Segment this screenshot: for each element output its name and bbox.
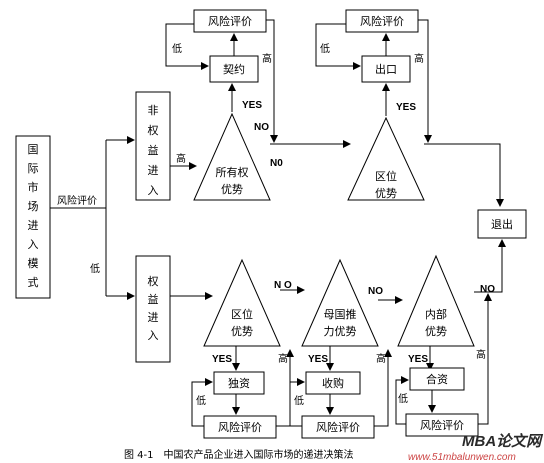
- location-top-label-2: 优势: [375, 187, 397, 200]
- low-label-4: 低: [294, 394, 304, 407]
- yes-label-2: YES: [396, 102, 416, 113]
- high-label-1: 高: [176, 152, 186, 165]
- location-bot-label-1: 区位: [231, 307, 253, 321]
- acquisition-label: 收购: [322, 376, 344, 390]
- entry-mode-label: 国际市场进入模式: [28, 143, 39, 289]
- risk-eval-label: 风险评价: [57, 194, 97, 207]
- no-label-3: N O: [274, 280, 292, 291]
- export-label: 出口: [375, 62, 397, 76]
- contract-label: 契约: [223, 62, 245, 76]
- contract-node[interactable]: 契约: [209, 55, 259, 83]
- figure-caption: 图 4-1 中国农产品企业进入国际市场的递进决策法: [124, 448, 354, 461]
- equity-node: 权益进入: [135, 255, 171, 363]
- home-push-advantage-node: 母国推 力优势: [301, 258, 379, 347]
- high-label-3: 高: [414, 52, 424, 65]
- risk-eval-node-3[interactable]: 风险评价: [203, 415, 277, 439]
- no-label-2: N0: [270, 158, 283, 169]
- yes-label-5: YES: [408, 354, 428, 365]
- risk-eval-node-1-label: 风险评价: [208, 14, 252, 28]
- low-label-3: 低: [196, 394, 206, 407]
- location-advantage-node-top: 区位 优势: [347, 116, 425, 201]
- low-label-1: 低: [172, 42, 182, 55]
- yes-label-4: YES: [308, 354, 328, 365]
- risk-eval-node-3-label: 风险评价: [218, 420, 262, 434]
- risk-eval-node-2[interactable]: 风险评价: [345, 9, 419, 33]
- risk-eval-node-5[interactable]: 风险评价: [405, 413, 479, 437]
- home-push-label-1: 母国推: [324, 307, 357, 321]
- non-equity-node: 非权益进入: [135, 91, 171, 201]
- yes-label-1: YES: [242, 100, 262, 111]
- acquisition-node[interactable]: 收购: [305, 371, 361, 395]
- high-label-2: 高: [262, 52, 272, 65]
- risk-eval-node-2-label: 风险评价: [360, 14, 404, 28]
- internal-label-2: 优势: [425, 325, 447, 338]
- entry-mode-node: 国际市场进入模式: [15, 135, 51, 299]
- home-push-label-2: 力优势: [324, 325, 357, 338]
- exit-label: 退出: [491, 217, 513, 231]
- location-top-label-1: 区位: [375, 169, 397, 183]
- internal-label-1: 内部: [425, 307, 447, 321]
- risk-eval-node-4-label: 风险评价: [316, 420, 360, 434]
- low-label-2: 低: [320, 42, 330, 55]
- split-connectors: [50, 136, 135, 300]
- joint-venture-node[interactable]: 合资: [409, 367, 465, 391]
- high-label-6: 高: [476, 348, 486, 361]
- low-label-5: 低: [398, 392, 408, 405]
- ownership-advantage-node: 所有权 优势: [193, 112, 271, 201]
- risk-eval-node-4[interactable]: 风险评价: [301, 415, 375, 439]
- no-label-4: NO: [368, 286, 383, 297]
- non-equity-label: 非权益进入: [148, 104, 159, 197]
- ownership-label-2: 优势: [221, 183, 243, 196]
- sole-venture-node[interactable]: 独资: [213, 371, 265, 395]
- no-label-5: NO: [480, 284, 495, 295]
- watermark-url: www.51mbalunwen.com: [408, 452, 516, 463]
- location-bot-label-2: 优势: [231, 325, 253, 338]
- no-label-1: NO: [254, 122, 269, 133]
- watermark-title: MBA论文网: [462, 432, 544, 450]
- export-node[interactable]: 出口: [361, 55, 411, 83]
- ownership-label-1: 所有权: [216, 165, 249, 179]
- sole-venture-label: 独资: [228, 377, 250, 390]
- high-label-4: 高: [278, 352, 288, 365]
- exit-node[interactable]: 退出: [477, 209, 527, 239]
- low-label-entry: 低: [90, 262, 100, 275]
- high-label-5: 高: [376, 352, 386, 365]
- internal-advantage-node: 内部 优势: [397, 254, 475, 347]
- yes-label-3: YES: [212, 354, 232, 365]
- equity-label: 权益进入: [148, 275, 159, 342]
- risk-eval-node-5-label: 风险评价: [420, 418, 464, 432]
- risk-eval-node-1[interactable]: 风险评价: [193, 9, 267, 33]
- location-advantage-node-bottom: 区位 优势: [203, 258, 281, 347]
- joint-venture-label: 合资: [426, 372, 448, 386]
